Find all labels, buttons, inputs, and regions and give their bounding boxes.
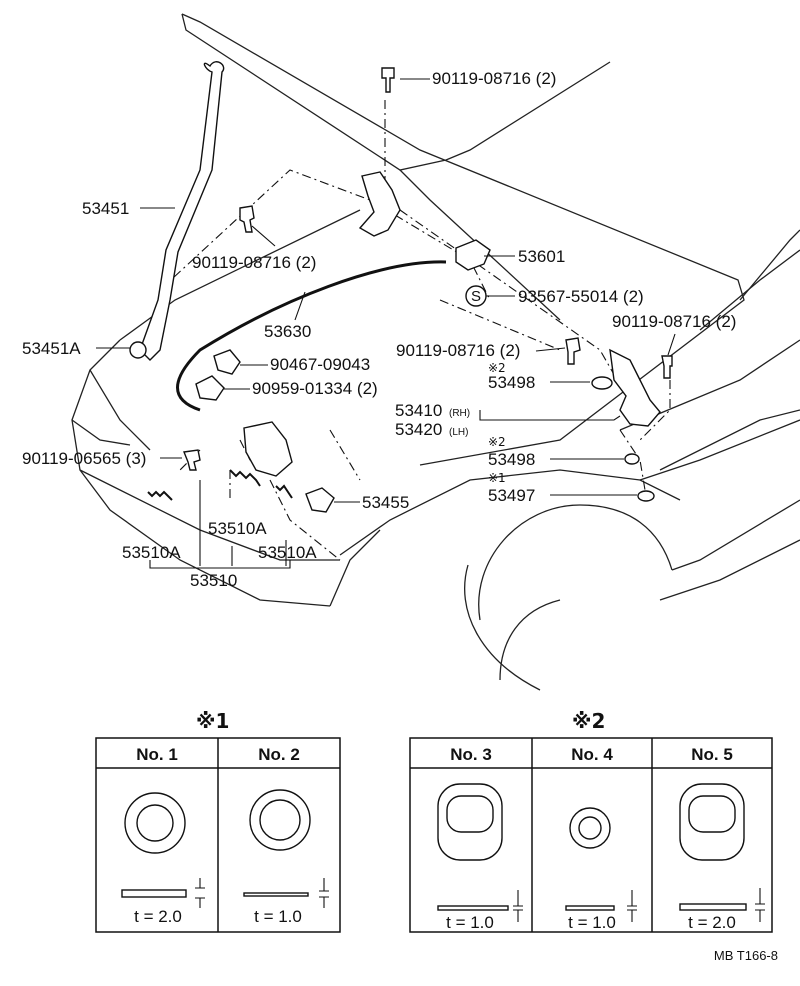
grommet-90959: [195, 375, 225, 401]
label-53498-a: 53498: [488, 373, 535, 392]
thickness-mark-no2: [319, 878, 329, 908]
washer-53498-top: [591, 376, 613, 390]
hood-lock-assembly: [243, 421, 293, 477]
screw-symbol-text: S: [471, 288, 481, 305]
label-53510a-right: 53510A: [258, 543, 317, 562]
hood-hinge-upper: [358, 171, 401, 237]
table2-header-no5: No. 5: [691, 745, 733, 764]
label-90119-08716-left: 90119-08716 (2): [192, 253, 316, 272]
washer-53498-mid: [624, 453, 640, 465]
label-90119-08716-top: 90119-08716 (2): [432, 69, 556, 88]
hood-hinge-lower: [609, 348, 661, 427]
car-body-outline: [71, 13, 800, 691]
hood-catch-53455: [305, 487, 335, 513]
table2-header-no3: No. 3: [450, 745, 492, 764]
thickness-mark-no3: [513, 890, 523, 922]
spring-center: [229, 469, 261, 487]
washer-no2-profile: [243, 892, 309, 897]
table1-thickness-no2: t = 1.0: [254, 907, 302, 926]
thickness-mark-no5: [755, 888, 765, 922]
table2-thickness-no3: t = 1.0: [446, 913, 494, 932]
label-53420: 53420: [395, 420, 442, 439]
label-53420-lh: (LH): [449, 427, 468, 438]
label-90467-09043: 90467-09043: [270, 355, 370, 374]
hood-release-cable: [176, 260, 447, 412]
washer-table-2: ※2 No. 3 No. 4 No. 5 t = 1.0 t = 1.0 t =…: [409, 709, 773, 933]
label-90119-06565: 90119-06565 (3): [22, 449, 146, 468]
washer-no1-inner: [136, 804, 174, 842]
right-hinge-bolt-side: [661, 355, 673, 379]
part-labels: 90119-08716 (2) 53451 53451A 90119-08716…: [22, 69, 736, 590]
washer-no3-profile: [437, 905, 509, 911]
label-mark-1: ※1: [488, 471, 506, 485]
washer-no4-inner: [578, 816, 602, 840]
diagram-code: MB T166-8: [714, 948, 778, 963]
washer-no1-profile: [121, 889, 187, 898]
thickness-mark-no1: [195, 878, 205, 908]
label-53601: 53601: [518, 247, 565, 266]
table1-thickness-no1: t = 2.0: [134, 907, 182, 926]
top-hinge-bolt: [381, 67, 395, 93]
label-53510a-center: 53510A: [208, 519, 267, 538]
label-90119-08716-right: 90119-08716 (2): [612, 312, 736, 331]
label-53451a: 53451A: [22, 339, 81, 358]
label-90119-08716-mid: 90119-08716 (2): [396, 341, 520, 360]
label-53451: 53451: [82, 199, 129, 218]
label-mark-2a: ※2: [488, 361, 506, 375]
washer-no4-profile: [565, 905, 615, 911]
label-53498-b: 53498: [488, 450, 535, 469]
label-53410-rh: (RH): [449, 408, 470, 419]
table1-header-no2: No. 2: [258, 745, 300, 764]
label-93567-55014: 93567-55014 (2): [518, 287, 644, 306]
cable-clip-90467: [213, 349, 241, 375]
label-53410: 53410: [395, 401, 442, 420]
table1-header-no1: No. 1: [136, 745, 178, 764]
washer-no5-profile: [679, 903, 747, 911]
spring-left: [147, 490, 173, 501]
table2-header-no4: No. 4: [571, 745, 613, 764]
label-mark-2b: ※2: [488, 435, 506, 449]
label-53455: 53455: [362, 493, 409, 512]
table2-thickness-no5: t = 2.0: [688, 913, 736, 932]
table2-thickness-no4: t = 1.0: [568, 913, 616, 932]
label-90959-01334: 90959-01334 (2): [252, 379, 378, 398]
label-53510: 53510: [190, 571, 237, 590]
left-hinge-bolt: [239, 205, 255, 233]
washer-table-1: ※1 No. 1 No. 2 t = 2.0 t = 1.0: [95, 709, 341, 933]
lock-bolt-90119-06565: [183, 449, 201, 471]
rod-holder-clip: [129, 341, 147, 359]
right-hinge-bolt-mid: [565, 337, 581, 365]
thickness-mark-no4: [627, 890, 637, 922]
table1-title: ※1: [196, 709, 229, 733]
label-53497: 53497: [488, 486, 535, 505]
label-53630: 53630: [264, 322, 311, 341]
hood-support-rod: [139, 61, 225, 361]
washer-53497: [637, 490, 655, 502]
washer-no5-inner: [688, 795, 736, 833]
washer-no3-inner: [446, 795, 494, 833]
washer-no2-inner: [259, 799, 301, 841]
spring-right: [275, 484, 293, 499]
hood-lock-striker: [455, 239, 491, 271]
label-53510a-left: 53510A: [122, 543, 181, 562]
leader-lines: [96, 78, 676, 569]
table2-title: ※2: [572, 709, 605, 733]
